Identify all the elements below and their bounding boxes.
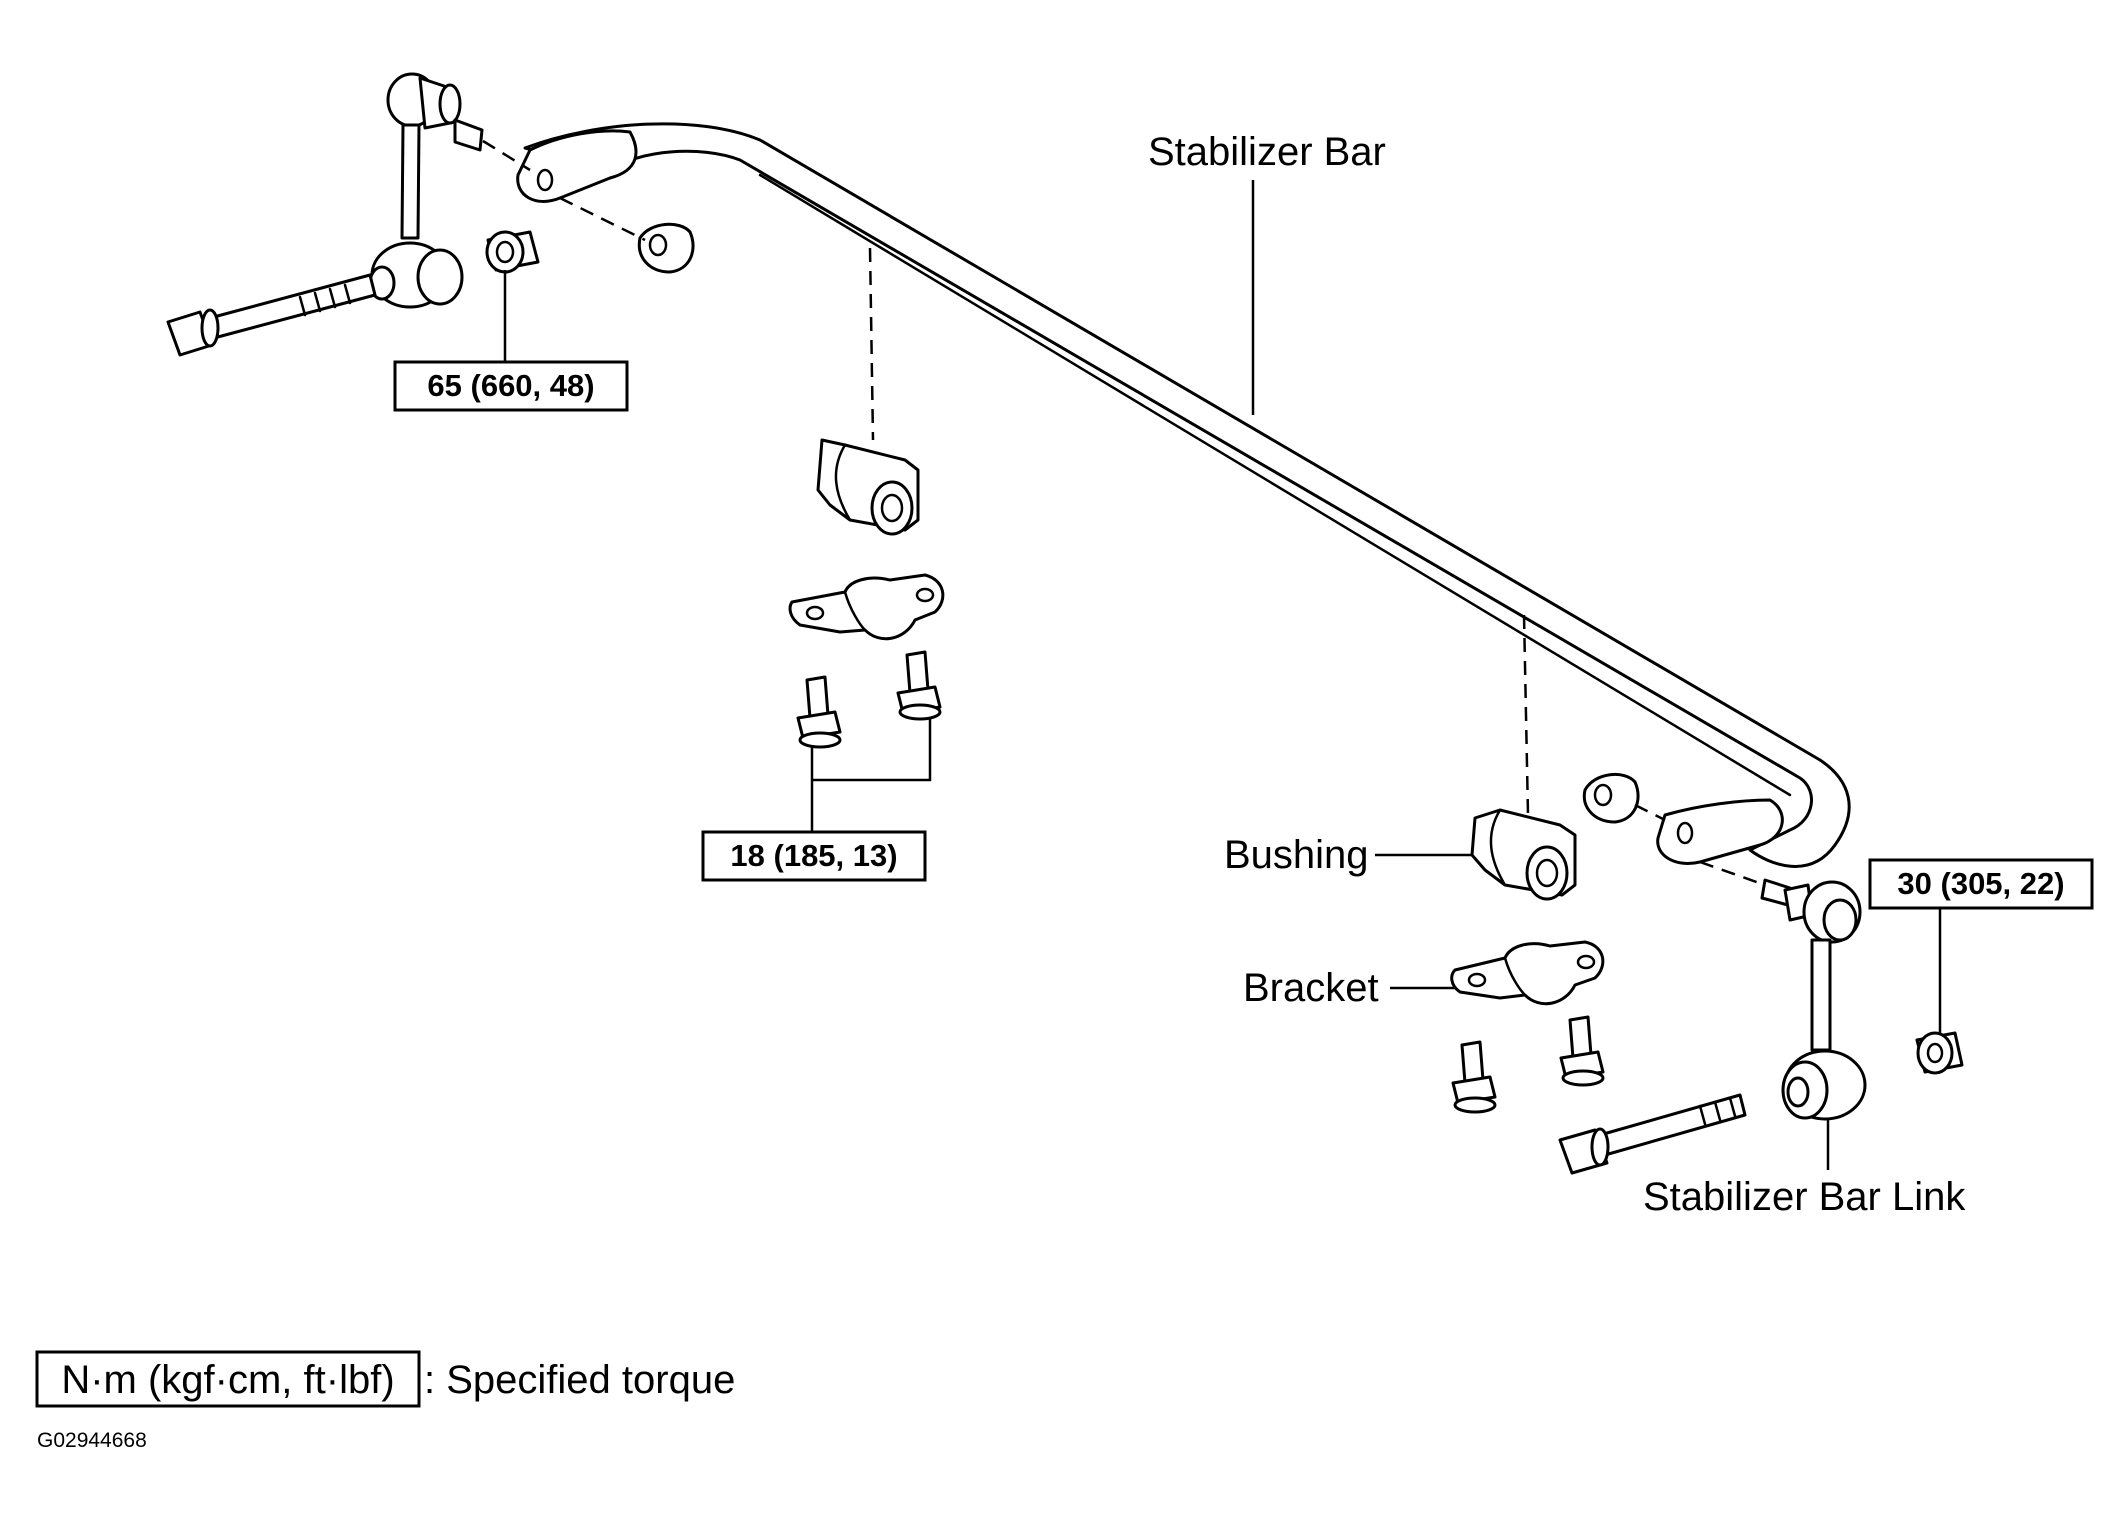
left-bushing-alignment — [868, 247, 875, 441]
right-stabilizer-link — [1558, 878, 1867, 1175]
right-bushing-alignment — [1522, 614, 1530, 816]
bar-end-nut-right — [1582, 772, 1640, 824]
stabilizer-bar — [516, 122, 1851, 868]
right-bracket — [1450, 940, 1605, 1006]
bar-end-nut-left — [637, 222, 695, 274]
bracket-bolts-leader — [810, 718, 932, 832]
stabilizer-bar-link-label: Stabilizer Bar Link — [1643, 1175, 1966, 1219]
bushing-label: Bushing — [1224, 833, 1369, 877]
right-bracket-bolts — [1451, 1015, 1605, 1114]
torque-box-left-nut — [393, 360, 629, 412]
left-link-nut — [485, 230, 540, 274]
left-bushing — [816, 438, 920, 536]
right-link-nut — [1915, 1031, 1964, 1075]
legend-unit-text: N·m (kgf·cm, ft·lbf) — [61, 1358, 394, 1402]
bracket-label: Bracket — [1243, 966, 1379, 1010]
figure-code: G02944668 — [37, 1429, 147, 1452]
left-stabilizer-link — [166, 72, 484, 357]
left-bracket — [788, 573, 945, 641]
legend-unit-box — [35, 1350, 421, 1408]
legend-description: : Specified torque — [424, 1358, 735, 1402]
torque-value-left-nut: 65 (660, 48) — [427, 368, 594, 403]
torque-box-bracket-bolts — [701, 830, 927, 882]
left-bracket-bolts — [796, 650, 942, 749]
torque-box-right-nut — [1868, 858, 2094, 910]
torque-value-right-nut: 30 (305, 22) — [1897, 866, 2064, 901]
right-bushing — [1470, 808, 1577, 901]
stabilizer-bar-label: Stabilizer Bar — [1148, 130, 1386, 174]
torque-value-bracket-bolts: 18 (185, 13) — [730, 838, 897, 873]
